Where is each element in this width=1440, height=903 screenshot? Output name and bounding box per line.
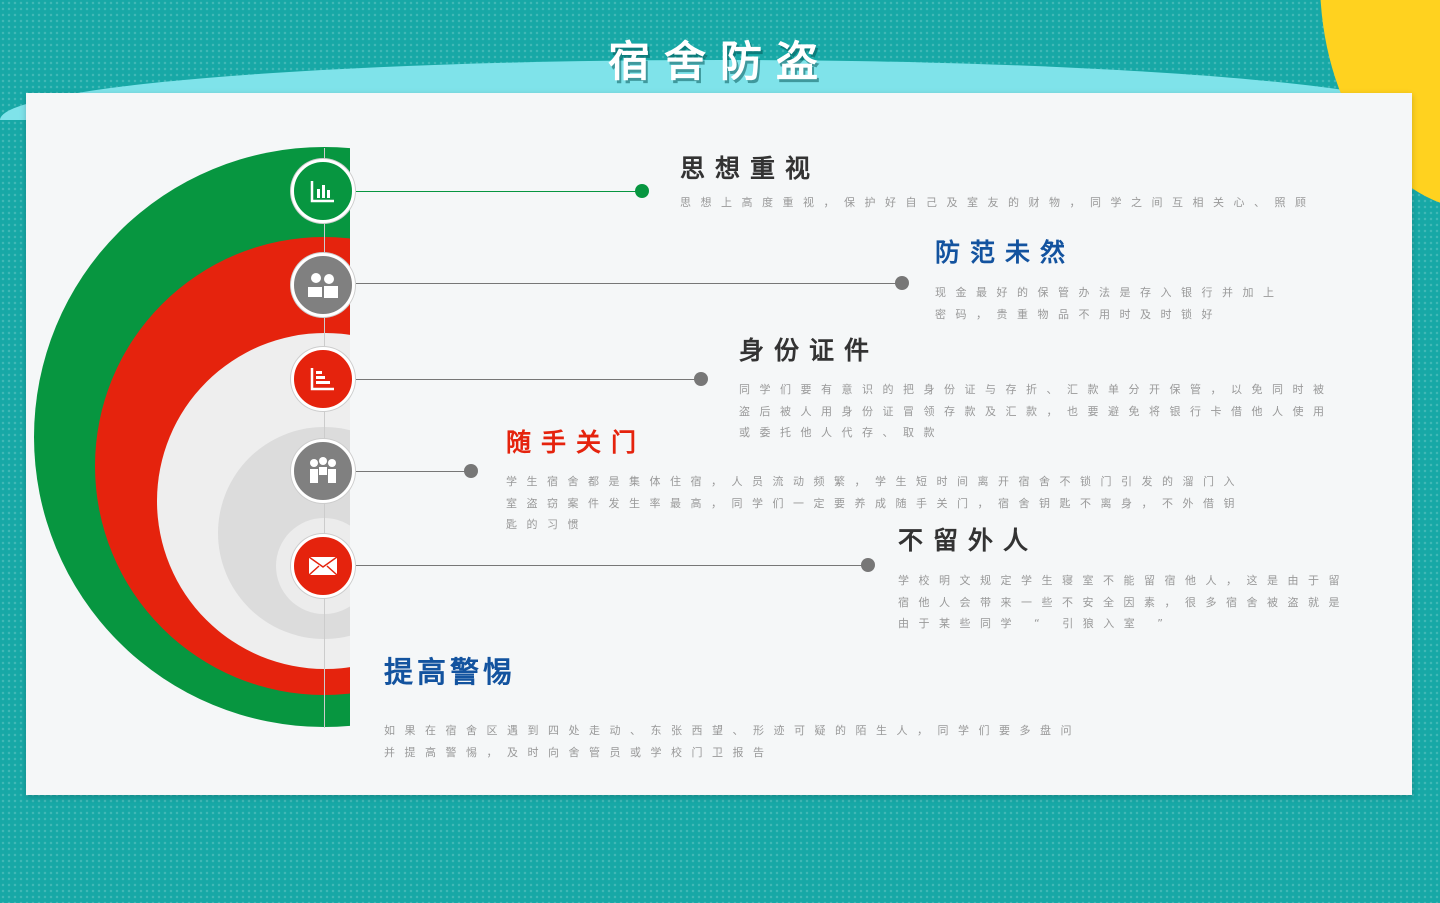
text-prevent: 现金最好的保管办法是存入银行并加上密码，贵重物品不用时及时锁好 xyxy=(935,286,1284,321)
text-vigilance: 如果在宿舍区遇到四处走动、东张西望、形迹可疑的陌生人，同学们要多盘问并提高警惕，… xyxy=(384,724,1081,759)
connector-dot xyxy=(861,558,875,572)
team-icon xyxy=(291,439,355,503)
connector-dot xyxy=(694,372,708,386)
heading-vigilance: 提高警惕 xyxy=(384,655,517,689)
heading-thought: 思想重视 xyxy=(680,154,821,183)
content-card: 思想重视 思想上高度重视，保护好自己及室友的财物，同学之间互相关心、照顾 防范未… xyxy=(26,93,1412,795)
text-no-outsiders: 学校明文规定学生寝室不能留宿他人，这是由于留宿他人会带来一些不安全因素，很多宿舍… xyxy=(898,574,1349,630)
heading-close-door: 随手关门 xyxy=(506,428,647,457)
envelope-icon xyxy=(291,534,355,598)
heading-prevent: 防范未然 xyxy=(935,238,1076,267)
slide-title: 宿舍防盗 xyxy=(607,37,832,86)
text-id: 同学们要有意识的把身份证与存折、汇款单分开保管，以免同时被盗后被人用身份证冒领存… xyxy=(739,383,1334,439)
text-thought: 思想上高度重视，保护好自己及室友的财物，同学之间互相关心、照顾 xyxy=(680,196,1316,209)
heading-no-outsiders: 不留外人 xyxy=(898,526,1039,555)
connector-dot xyxy=(464,464,478,478)
heading-id: 身份证件 xyxy=(739,336,880,365)
meeting-icon xyxy=(291,253,355,317)
connector-dot xyxy=(895,276,909,290)
connector-dot xyxy=(635,184,649,198)
text-close-door: 学生宿舍都是集体住宿，人员流动频繁，学生短时间离开宿舍不锁门引发的溜门入室盗窃案… xyxy=(506,475,1244,531)
bar-chart-icon xyxy=(291,159,355,223)
horizontal-bar-chart-icon xyxy=(291,347,355,411)
